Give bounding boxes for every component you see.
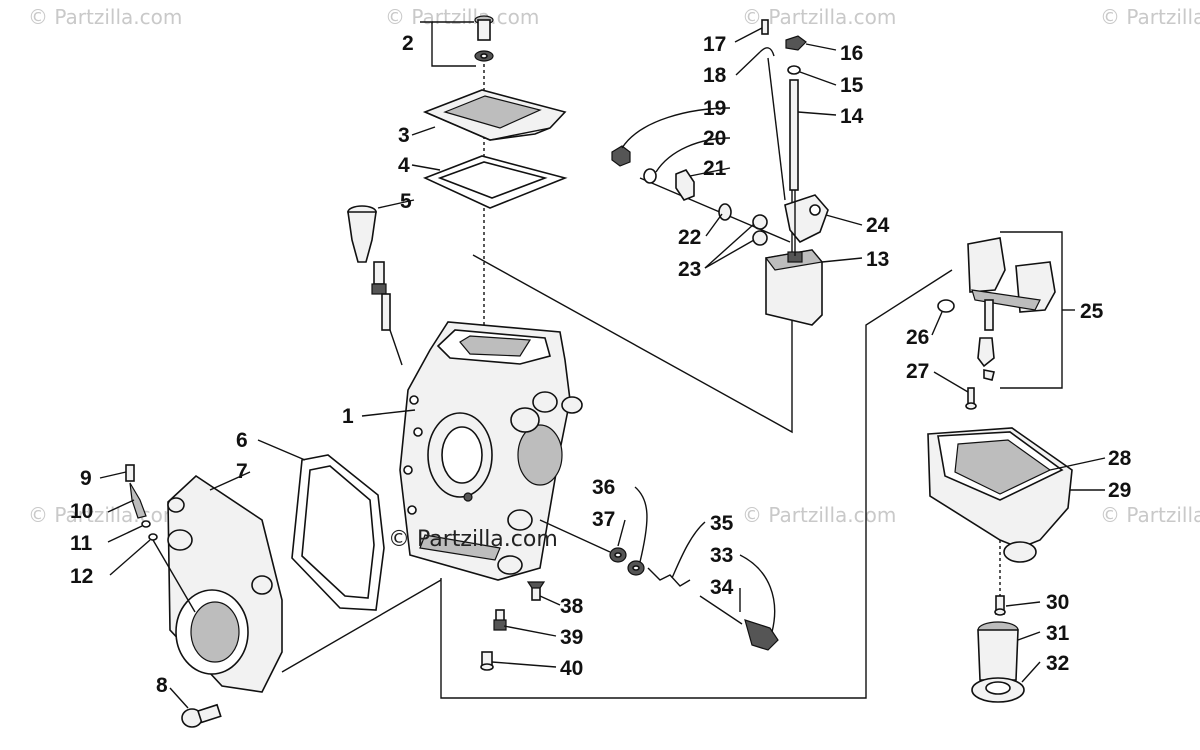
- callout-31: 31: [1046, 622, 1070, 645]
- parts-14-18-needle-set: [759, 19, 807, 256]
- part-30-screw: [994, 595, 1006, 616]
- watermarks: © Partzilla.com © Partzilla.com © Partzi…: [28, 5, 1200, 527]
- callout-25: 25: [1080, 300, 1104, 323]
- callout-9: 9: [80, 467, 92, 490]
- callout-2: 2: [402, 32, 414, 55]
- parts-22-23-collars: [639, 177, 791, 246]
- callout-23: 23: [678, 258, 701, 281]
- watermark: © Partzilla.com: [1100, 503, 1200, 527]
- callout-28: 28: [1108, 447, 1132, 470]
- part-8-screw: [181, 703, 222, 728]
- callout-15: 15: [840, 74, 864, 97]
- parts-33-37-pilot-adjuster: [539, 519, 779, 651]
- callout-18: 18: [703, 64, 727, 87]
- callout-17: 17: [703, 33, 726, 56]
- watermark: © Partzilla.com: [28, 503, 182, 527]
- callout-20: 20: [703, 127, 726, 150]
- part-4-gasket: [422, 155, 568, 209]
- callout-labels: 2 3 4 5 1 6 7 9 10 11 12 8 17 16 18 15 1…: [70, 32, 1132, 697]
- watermark: © Partzilla.com: [1100, 5, 1200, 29]
- callout-14: 14: [840, 105, 864, 128]
- callout-8: 8: [156, 674, 168, 697]
- callout-34: 34: [710, 576, 734, 599]
- callout-21: 21: [703, 157, 727, 180]
- callout-11: 11: [70, 532, 93, 555]
- callout-37: 37: [592, 508, 615, 531]
- parts-19-21-shaft-hardware: [611, 145, 695, 201]
- callout-39: 39: [560, 626, 583, 649]
- callout-10: 10: [70, 500, 93, 523]
- callout-19: 19: [703, 97, 726, 120]
- callout-16: 16: [840, 42, 863, 65]
- callout-26: 26: [906, 326, 929, 349]
- callout-30: 30: [1046, 591, 1069, 614]
- callout-13: 13: [866, 248, 889, 271]
- callout-6: 6: [236, 429, 248, 452]
- callout-32: 32: [1046, 652, 1069, 675]
- watermark: © Partzilla.com: [385, 5, 539, 29]
- part-6-gasket: [291, 454, 385, 611]
- callout-33: 33: [710, 544, 733, 567]
- callout-35: 35: [710, 512, 734, 535]
- part-2-screw-washer: [474, 15, 494, 62]
- part-24-link-plate: [784, 194, 829, 243]
- callout-24: 24: [866, 214, 890, 237]
- part-13-throttle-slide: [764, 249, 824, 326]
- part-5-starter-plunger: [347, 205, 403, 366]
- part-26-o-ring: [937, 299, 955, 313]
- callout-36: 36: [592, 476, 615, 499]
- part-31-32-bowl-drain: [971, 621, 1025, 703]
- callout-12: 12: [70, 565, 93, 588]
- callout-27: 27: [906, 360, 929, 383]
- part-25-float-assembly: [967, 231, 1063, 389]
- part-27-screw: [965, 387, 977, 410]
- callout-7: 7: [236, 460, 248, 483]
- watermark: © Partzilla.com: [28, 5, 182, 29]
- callout-29: 29: [1108, 479, 1131, 502]
- watermark: © Partzilla.com: [742, 503, 896, 527]
- parts-9-12-pilot-screw-set: [125, 464, 196, 613]
- callout-3: 3: [398, 124, 410, 147]
- part-3-top-cover: [422, 89, 567, 141]
- part-28-29-float-bowl: [927, 427, 1073, 598]
- callout-22: 22: [678, 226, 701, 249]
- callout-38: 38: [560, 595, 584, 618]
- callout-1: 1: [342, 405, 354, 428]
- callout-4: 4: [398, 154, 410, 177]
- center-watermark: © Partzilla.com: [388, 527, 558, 552]
- callout-5: 5: [400, 190, 412, 213]
- part-1-carburetor-body: [399, 321, 583, 581]
- parts-38-40-jets: [480, 581, 546, 671]
- leader-lines: [99, 21, 1106, 709]
- callout-40: 40: [560, 657, 583, 680]
